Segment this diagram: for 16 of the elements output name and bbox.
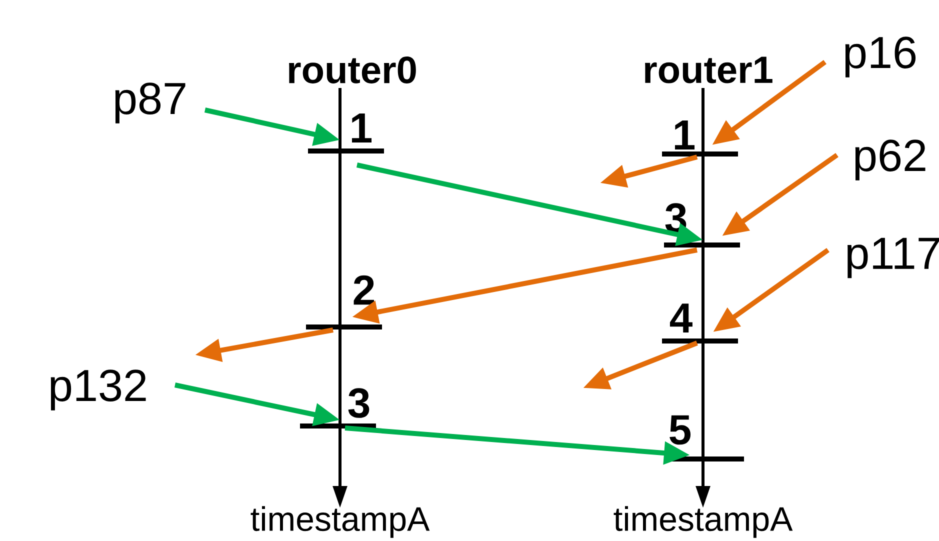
node-label: 4 [670,304,692,332]
event-tick: 2 [306,275,382,330]
node-label: 3 [348,388,370,418]
packet-label: p117 [848,238,939,278]
event-tick: 1 [662,120,738,156]
node-label: 1 [352,114,372,142]
node-label: 5 [670,415,691,445]
event-tick: 1 [308,114,384,154]
node-label: 2 [354,275,374,305]
packet-label: p62 [855,140,926,180]
event-tick: 3 [300,388,376,428]
packet-label: p87 [115,82,186,124]
event-tick: 4 [662,304,738,344]
node-label: 1 [674,120,695,150]
packet-label: p132 [50,370,146,410]
packet-label: p16 [845,36,916,78]
